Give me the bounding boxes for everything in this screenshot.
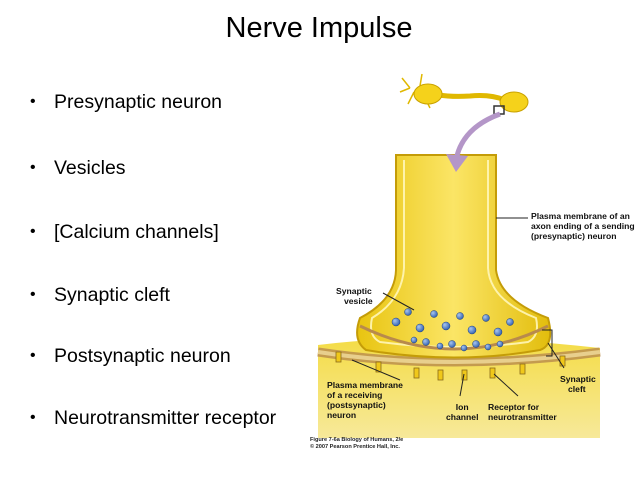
neuron-inset-cell-body: [413, 83, 443, 105]
label-line: neuron: [327, 410, 357, 420]
label-line: Synaptic: [336, 286, 372, 296]
bullet-text: Presynaptic neuron: [54, 91, 223, 113]
label-line: of a receiving: [327, 390, 383, 400]
label-receptor: Receptor for neurotransmitter: [488, 402, 557, 422]
figure-caption: Figure 7-6a Biology of Humans, 2/e © 200…: [310, 437, 403, 450]
vesicles: [391, 308, 514, 352]
label-line: Receptor for: [488, 402, 540, 412]
label-line: cleft: [568, 384, 586, 394]
label-line: channel: [446, 412, 479, 422]
bullet-marker: •: [30, 409, 36, 426]
caption-line: © 2007 Pearson Prentice Hall, Inc.: [310, 443, 400, 450]
label-leader-lines: [351, 217, 565, 397]
label-synaptic-cleft: Synaptic cleft: [560, 374, 596, 394]
label-plasma-membrane-sending: Plasma membrane of an axon ending of a s…: [531, 211, 635, 241]
receptor-markers: [335, 351, 566, 381]
label-line: (postsynaptic): [327, 400, 386, 410]
bullet-text: Neurotransmitter receptor: [54, 407, 277, 429]
label-line: Ion: [455, 402, 469, 412]
label-ion-channel: Ion channel: [446, 402, 478, 422]
bullet-text: [Calcium channels]: [54, 221, 219, 243]
zoom-arrow-icon: [453, 111, 501, 161]
bullet-marker: •: [30, 286, 36, 303]
label-line: (presynaptic) neuron: [531, 231, 617, 241]
label-line: Plasma membrane: [327, 380, 403, 390]
bullet-marker: •: [30, 159, 36, 176]
label-line: neurotransmitter: [488, 412, 557, 422]
bullet-marker: •: [30, 347, 36, 364]
bullet-marker: •: [30, 223, 36, 240]
bullet-marker: •: [30, 93, 36, 110]
caption-line: Figure 7-6a Biology of Humans, 2/e: [310, 437, 404, 443]
bullet-text: Vesicles: [54, 157, 126, 179]
bullet-text: Postsynaptic neuron: [54, 345, 231, 367]
label-line: vesicle: [344, 296, 373, 306]
label-plasma-membrane-receiving: Plasma membrane of a receiving (postsyna…: [327, 380, 403, 420]
presynaptic-terminal-shape: [356, 154, 552, 359]
label-synaptic-vesicle: Synaptic vesicle: [336, 286, 373, 306]
bullet-text: Synaptic cleft: [54, 284, 170, 306]
neuron-inset-cell-body: [499, 91, 529, 113]
label-line: Synaptic: [560, 374, 596, 384]
label-line: axon ending of a sending: [531, 221, 635, 231]
label-line: Plasma membrane of an: [531, 211, 630, 221]
slide-title: Nerve Impulse: [225, 12, 413, 44]
